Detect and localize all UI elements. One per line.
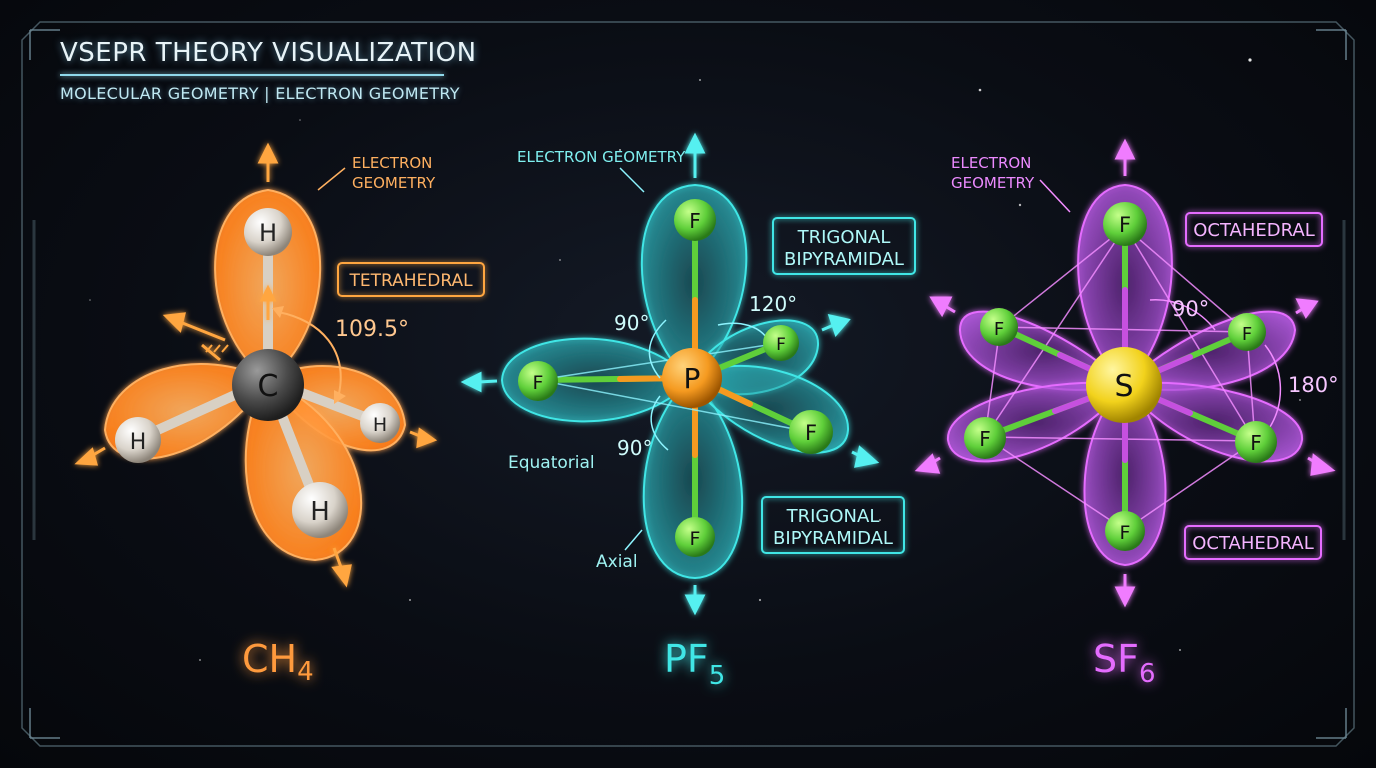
sf6-electron-geometry-line2: GEOMETRY: [951, 174, 1035, 192]
sf6-sulfur-atom: [1086, 347, 1162, 423]
sf6-fluorine-atom-bottom: [1105, 511, 1145, 551]
sf6-fluorine-atom-lower-right: [1235, 421, 1277, 463]
pf5-fluorine-atom-upper-right: [763, 325, 799, 361]
pf5-shape-top-line1: TRIGONAL: [797, 227, 891, 248]
ch4-c-label: C: [258, 369, 279, 404]
pf5-electron-geometry: ELECTRON GEOMETRY: [517, 148, 686, 166]
pf5-callout-line-axial: [624, 529, 643, 551]
sf6-shape-bottom-label: OCTAHEDRAL: [1192, 533, 1314, 554]
ch4-electron-geometry-line2: GEOMETRY: [352, 174, 436, 192]
ch4-hydrogen-atom-top: [244, 208, 292, 256]
ch4-electron-geometry-line1: ELECTRON: [352, 154, 432, 172]
pf5-angle-arc-bottom: [650, 395, 669, 451]
ch4-h-label-left: H: [130, 430, 147, 455]
sf6-fluorine-atom-top: [1103, 202, 1147, 246]
pf5-fluorine-atom-lower-right: [789, 410, 833, 454]
sf6-s-label: S: [1114, 369, 1133, 404]
sf6-fluorine-atom-lower-left: [964, 417, 1006, 459]
pf5-f-label-bottom: F: [690, 528, 701, 550]
ch4-h-label-right: H: [373, 414, 387, 436]
ch4-h-label-bottom: H: [310, 497, 330, 527]
pf5-f-label-top: F: [689, 209, 701, 233]
ch4-angle-arrow: [272, 306, 346, 404]
sf6-angle-arc-90: [1149, 299, 1216, 331]
pf5-callout-line-top: [619, 167, 645, 193]
sf6-shape-top-label: OCTAHEDRAL: [1193, 220, 1315, 241]
ch4-shape-badge: [337, 262, 485, 297]
pf5-p-label: P: [684, 362, 701, 395]
page-subtitle: MOLECULAR GEOMETRY | ELECTRON GEOMETRY: [60, 84, 460, 103]
pf5-phosphorus-atom: [662, 348, 722, 408]
sf6-fluorine-atom-upper-left: [980, 308, 1018, 346]
ch4-h-label-top: H: [259, 219, 277, 247]
pf5-shape-bottom-line1: TRIGONAL: [786, 506, 880, 527]
sf6-molecule: F F F F F F S ELECTRON GEOMETRY OCTAHEDR…: [914, 138, 1339, 689]
sf6-formula: SF6: [1093, 637, 1156, 689]
title-block: VSEPR THEORY VISUALIZATION MOLECULAR GEO…: [60, 38, 477, 103]
pf5-angle-90-top: 90°: [614, 311, 649, 335]
pf5-angle-arc-left: [648, 319, 667, 379]
sf6-f-label-upper-left: F: [994, 319, 1004, 340]
pf5-fluorine-atom-bottom: [675, 517, 715, 557]
pf5-f-label-lower-right: F: [805, 421, 817, 445]
sf6-shape-badge-bottom: [1184, 525, 1322, 560]
pf5-fluorine-atom-left: [518, 361, 558, 401]
pf5-shape-top-line2: BIPYRAMIDAL: [784, 249, 904, 270]
ch4-hydrogen-atom-bottom: [292, 482, 348, 538]
hud-frame: [21, 21, 1355, 747]
sf6-angle-arc-180: [1264, 344, 1282, 431]
sf6-f-label-lower-right: F: [1250, 431, 1262, 455]
pf5-arrows: [460, 132, 880, 616]
title-divider: [60, 74, 444, 76]
sf6-angle-180: 180°: [1288, 373, 1339, 397]
pf5-equatorial-label: Equatorial: [508, 453, 595, 473]
ch4-shape-label: TETRAHEDRAL: [348, 271, 473, 291]
ch4-callout-line: [317, 167, 346, 191]
sf6-f-label-lower-left: F: [979, 427, 991, 451]
ch4-hydrogen-atom-right: [360, 403, 400, 443]
ch4-carbon-atom: [232, 349, 304, 421]
sf6-electron-geometry-line1: ELECTRON: [951, 154, 1031, 172]
pf5-f-label-left: F: [533, 372, 544, 394]
pf5-shape-badge-bottom: [761, 496, 905, 554]
pf5-angle-90-bottom: 90°: [617, 436, 652, 460]
ch4-bond-angle: 109.5°: [335, 317, 409, 342]
sf6-arrows: [914, 138, 1336, 608]
pf5-axial-label: Axial: [596, 552, 638, 572]
pf5-frame-lines: [537, 342, 811, 433]
page-title: VSEPR THEORY VISUALIZATION: [60, 38, 477, 68]
sf6-f-label-upper-right: F: [1242, 324, 1252, 345]
ch4-molecule: H H H H C ELECTRON GEOMETRY TETRAHEDRAL …: [74, 142, 485, 687]
pf5-formula: PF5: [664, 637, 725, 691]
pf5-fluorine-atom-top: [674, 199, 716, 241]
ch4-hydrogen-atom-left: [115, 417, 161, 463]
sf6-callout-line: [1039, 179, 1071, 213]
starfield: [89, 58, 1301, 661]
pf5-angle-120: 120°: [749, 292, 797, 316]
pf5-shape-bottom-line2: BIPYRAMIDAL: [773, 528, 893, 549]
ch4-angle-arc: [277, 311, 342, 399]
sf6-f-label-bottom: F: [1120, 522, 1131, 544]
pf5-f-label-upper-right: F: [776, 335, 786, 355]
sf6-fluorine-atom-upper-right: [1228, 313, 1266, 351]
ch4-formula: CH4: [242, 637, 314, 687]
sf6-f-label-top: F: [1119, 213, 1131, 237]
pf5-molecule: F F F F F P ELECTRON GEOMETRY TRIGONAL B…: [460, 132, 916, 691]
sf6-angle-90: 90°: [1172, 297, 1209, 321]
sf6-shape-badge-top: [1185, 212, 1323, 247]
pf5-shape-badge-top: [772, 217, 916, 275]
ch4-arrows: [74, 142, 438, 588]
